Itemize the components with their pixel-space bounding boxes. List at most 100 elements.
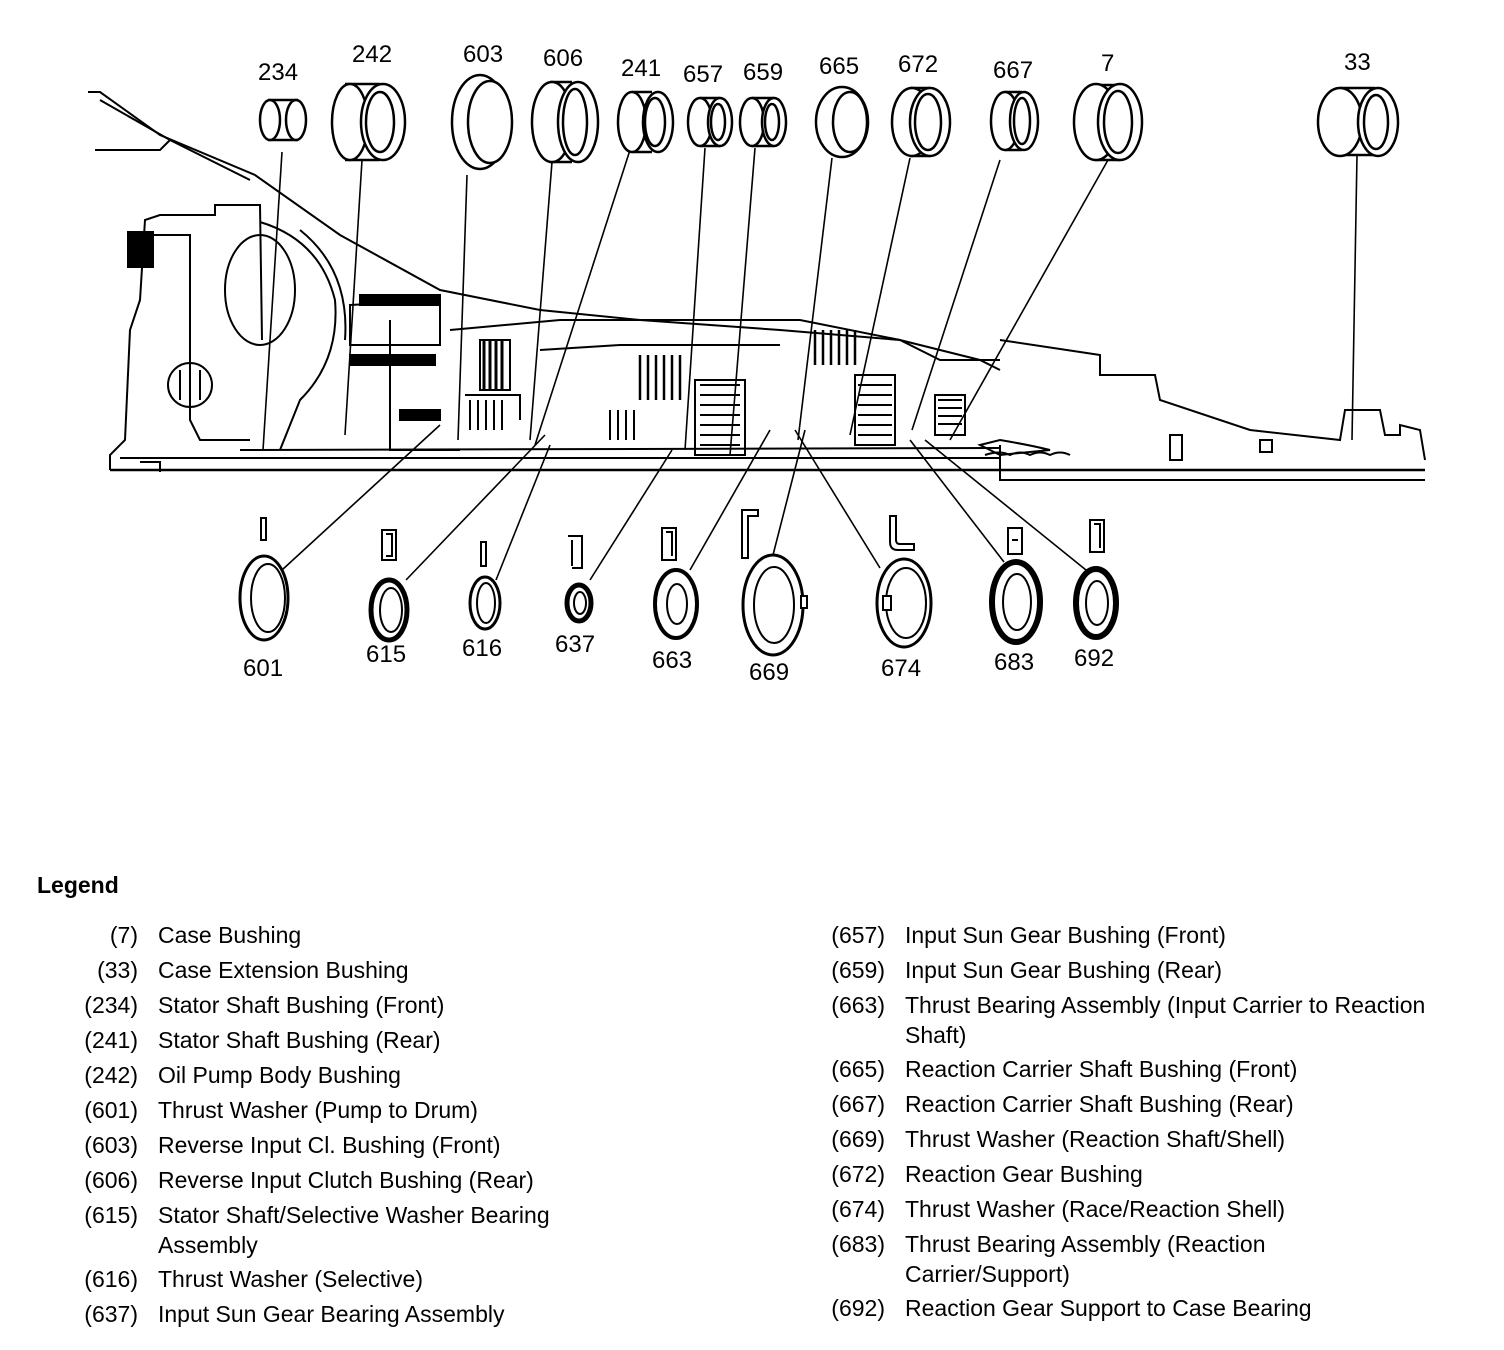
washer-profile-615 [381, 529, 397, 561]
washer-profile-637 [568, 535, 583, 569]
washer-674 [875, 557, 933, 649]
callout-234: 234 [258, 59, 298, 86]
washer-profile-669 [741, 509, 759, 559]
legend-number: (683) [831, 1231, 885, 1257]
legend-number: (659) [831, 957, 885, 983]
callout-665: 665 [819, 53, 859, 80]
legend-item: (669) Thrust Washer (Reaction Shaft/Shell… [800, 1124, 1480, 1155]
legend-left-column: (7) Case Bushing (33) Case Extension Bushi… [50, 920, 750, 1334]
washer-profile-663 [661, 527, 677, 561]
legend-number: (665) [831, 1056, 885, 1082]
legend-number: (692) [831, 1295, 885, 1321]
callout-603: 603 [463, 41, 503, 68]
legend-item: (606)Reverse Input Clutch Bushing (Rear) [50, 1165, 750, 1196]
legend-item: (33) Case Extension Bushing [50, 955, 750, 986]
clutch-pack-front [465, 339, 521, 430]
legend-description: Stator Shaft Bushing (Rear) [158, 1027, 441, 1053]
legend-number: (657) [831, 922, 885, 948]
legend-item: (683) Thrust Bearing Assembly (Reaction C… [800, 1229, 1480, 1289]
legend-item: (637) Input Sun Gear Bearing Assembly [50, 1299, 750, 1330]
washer-616 [468, 575, 502, 631]
legend-number: (234) [84, 992, 138, 1018]
legend-number: (663) [831, 992, 885, 1018]
legend-number: (242) [84, 1062, 138, 1088]
legend-description: Input Sun Gear Bearing Assembly [158, 1301, 505, 1327]
legend-description: Oil Pump Body Bushing [158, 1062, 401, 1088]
callout-692: 692 [1074, 645, 1114, 672]
bushing-242 [330, 82, 407, 162]
legend-item: (615)Stator Shaft/Selective Washer Beari… [50, 1200, 750, 1260]
legend-item: (234)Stator Shaft Bushing (Front) [50, 990, 750, 1021]
callout-242: 242 [352, 41, 392, 68]
bushing-7 [1072, 82, 1144, 162]
legend-description: Thrust Washer (Pump to Drum) [158, 1097, 478, 1123]
legend-item: (663) Thrust Bearing Assembly (Input Carr… [800, 990, 1480, 1050]
legend-number: (637) [84, 1301, 138, 1327]
bushing-665 [814, 85, 870, 159]
legend-description: Thrust Washer (Reaction Shaft/Shell) [905, 1126, 1286, 1152]
washer-profile-601 [260, 517, 267, 541]
bushing-606 [530, 80, 600, 164]
bushing-33 [1316, 86, 1400, 158]
legend-number: (603) [84, 1132, 138, 1158]
legend-description: Reaction Carrier Shaft Bushing (Rear) [905, 1091, 1294, 1117]
callout-616: 616 [462, 635, 502, 662]
callout-601: 601 [243, 655, 283, 682]
legend-description: Reverse Input Cl. Bushing (Front) [158, 1132, 501, 1158]
bushing-241 [616, 90, 675, 154]
legend-item: (601) Thrust Washer (Pump to Drum) [50, 1095, 750, 1126]
washer-profile-674 [889, 515, 915, 551]
washer-683 [989, 559, 1043, 645]
transmission-housing-cross-section [88, 91, 1426, 481]
clutch-pack-middle [609, 355, 746, 456]
washer-663 [653, 568, 699, 640]
callout-606: 606 [543, 45, 583, 72]
callout-669: 669 [749, 659, 789, 686]
callout-663: 663 [652, 647, 692, 674]
leader-lines [262, 147, 1358, 581]
legend-description: Case Extension Bushing [158, 957, 409, 983]
legend-item: (616) Thrust Washer (Selective) [50, 1264, 750, 1295]
legend-number: (667) [831, 1091, 885, 1117]
bushing-603 [450, 73, 514, 171]
bushing-parts [258, 73, 1400, 171]
legend-number: (241) [84, 1027, 138, 1053]
legend-item: (7) Case Bushing [50, 920, 750, 951]
legend-description: Case Bushing [158, 922, 302, 948]
callout-672: 672 [898, 51, 938, 78]
washer-profile-692 [1089, 519, 1105, 553]
callout-657: 657 [683, 61, 723, 88]
legend-right-column: (657)Input Sun Gear Bushing (Front) (659… [800, 920, 1480, 1328]
callout-615: 615 [366, 641, 406, 668]
bushing-667 [989, 90, 1040, 152]
legend-item: (242) Oil Pump Body Bushing [50, 1060, 750, 1091]
legend-number: (616) [84, 1266, 138, 1292]
bushing-672 [890, 86, 952, 158]
legend-number: (601) [84, 1097, 138, 1123]
washer-601 [238, 554, 290, 642]
callout-241: 241 [621, 55, 661, 82]
legend-description: Reaction Gear Support to Case Bearing [905, 1295, 1312, 1321]
washer-669 [741, 553, 808, 657]
callout-labels: 234 242 603 606 241 657 659 665 672 667 … [243, 41, 1371, 686]
legend-item: (657)Input Sun Gear Bushing (Front) [800, 920, 1480, 951]
legend-description: Thrust Washer (Selective) [158, 1266, 423, 1292]
legend-description: Stator Shaft/Selective Washer Bearing As… [158, 1202, 550, 1258]
bushing-657 [686, 96, 734, 148]
callout-7: 7 [1101, 50, 1114, 77]
callout-674: 674 [881, 655, 921, 682]
legend-number: (7) [109, 922, 138, 948]
callout-683: 683 [994, 649, 1034, 676]
transmission-diagram: 234 242 603 606 241 657 659 665 672 667 … [88, 41, 1426, 686]
bushing-659 [738, 96, 788, 148]
diagram-title: Transmission Bushing and Thrust Washer L… [590, 760, 914, 776]
legend-description: Thrust Bearing Assembly (Reaction Carrie… [905, 1231, 1266, 1287]
legend-description: Reaction Gear Bushing [905, 1161, 1143, 1187]
legend-description: Thrust Bearing Assembly (Input Carrier t… [905, 992, 1426, 1048]
callout-659: 659 [743, 59, 783, 86]
clutch-pack-rear [813, 330, 966, 446]
legend-item: (603) Reverse Input Cl. Bushing (Front) [50, 1130, 750, 1161]
legend-number: (33) [97, 957, 138, 983]
callout-33: 33 [1344, 49, 1371, 76]
legend-number: (669) [831, 1126, 885, 1152]
